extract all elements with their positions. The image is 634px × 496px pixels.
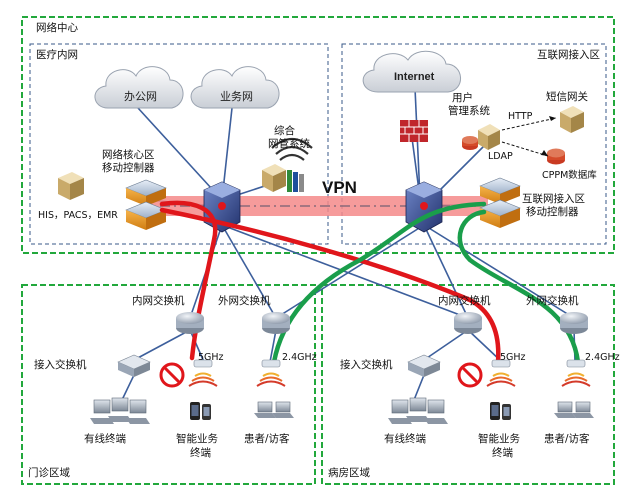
core-zone-label-1: 网络核心区	[102, 148, 155, 161]
outpatient-access-switch-icon	[117, 354, 151, 377]
core-mobility-controller-icon	[125, 179, 167, 230]
medical-intranet-label: 医疗内网	[36, 48, 78, 61]
outpatient-access-switch-label: 接入交换机	[34, 358, 87, 371]
outpatient-24ghz-ap-icon	[256, 359, 286, 387]
core-switch-right-icon	[405, 181, 443, 233]
ward-extranet-switch-label: 外网交换机	[526, 294, 579, 307]
outpatient-wired-terminal-label: 有线终端	[84, 432, 126, 445]
medical-intranet-subregion	[29, 43, 329, 245]
outpatient-label: 门诊区域	[28, 466, 70, 479]
internet-cloud: Internet	[362, 50, 461, 93]
ward-wired-terminals-icon	[388, 397, 448, 424]
outpatient-intranet-switch-label: 内网交换机	[132, 294, 185, 307]
outpatient-no-wired-icon	[159, 362, 185, 388]
ward-intranet-switch-label: 内网交换机	[438, 294, 491, 307]
wifi-broadcast-icon	[271, 137, 313, 161]
outpatient-smart-phones-icon	[190, 402, 211, 420]
firewall-icon	[400, 120, 428, 142]
mgmt-label-2: 网管系统	[268, 137, 310, 150]
outpatient-smart-terminal-label-1: 智能业务	[176, 432, 218, 445]
ward-access-switch-label: 接入交换机	[340, 358, 393, 371]
ward-24ghz-ap-icon	[561, 359, 591, 387]
user-mgmt-label-1: 用户	[452, 91, 473, 104]
mgmt-label-1: 综合	[274, 124, 295, 137]
outpatient-region	[21, 284, 316, 485]
ward-patient-laptops-icon	[554, 401, 594, 418]
ward-smart-terminal-label-1: 智能业务	[478, 432, 520, 445]
ward-extranet-switch-icon	[560, 312, 588, 334]
svg-text:办公网: 办公网	[124, 90, 157, 103]
outpatient-smart-terminal-label-2: 终端	[190, 446, 211, 459]
ward-24ghz-label: 2.4GHz	[585, 352, 620, 363]
outpatient-intranet-switch-icon	[176, 312, 204, 334]
outpatient-patient-laptops-icon	[254, 401, 294, 418]
internet-access-label: 互联网接入区	[537, 48, 600, 61]
ward-label: 病房区域	[328, 466, 370, 479]
office-network-cloud: 办公网	[94, 66, 184, 109]
ward-5ghz-label: 5GHz	[500, 352, 526, 363]
vpn-label: VPN	[322, 178, 357, 197]
ward-access-switch-icon	[407, 354, 441, 377]
ward-patient-label: 患者/访客	[544, 432, 590, 445]
outpatient-patient-label: 患者/访客	[244, 432, 290, 445]
sms-gateway-server-icon	[560, 106, 584, 133]
ward-5ghz-ap-icon	[486, 359, 516, 387]
http-label: HTTP	[508, 111, 533, 122]
ldap-label: LDAP	[488, 151, 513, 162]
his-label: HIS，PACS，EMR	[38, 210, 118, 221]
ward-wired-terminal-label: 有线终端	[384, 432, 426, 445]
ldap-router-icon	[462, 136, 478, 150]
dashed-arrows	[501, 117, 557, 157]
his-pacs-emr-server-icon	[58, 172, 84, 200]
outpatient-24ghz-label: 2.4GHz	[282, 352, 317, 363]
outpatient-5ghz-label: 5GHz	[198, 352, 224, 363]
outpatient-extranet-switch-label: 外网交换机	[218, 294, 271, 307]
core-zone-label-2: 移动控制器	[102, 161, 155, 174]
management-system-server-icon	[262, 164, 304, 192]
ward-region	[321, 284, 615, 485]
svg-text:业务网: 业务网	[220, 90, 253, 103]
inet-zone-label-2: 移动控制器	[526, 205, 579, 218]
ward-intranet-switch-icon	[454, 312, 482, 334]
inet-zone-label-1: 互联网接入区	[522, 192, 585, 205]
user-mgmt-label-2: 管理系统	[448, 104, 490, 117]
cppm-db-label: CPPM数据库	[542, 169, 597, 181]
ward-smart-phones-icon	[490, 402, 511, 420]
outpatient-extranet-switch-icon	[262, 312, 290, 334]
ward-smart-terminal-label-2: 终端	[492, 446, 513, 459]
outpatient-wired-terminals-icon	[90, 397, 150, 424]
network-center-label: 网络中心	[36, 21, 78, 34]
svg-text:Internet: Internet	[394, 71, 435, 83]
outpatient-5ghz-ap-icon	[188, 359, 218, 387]
sms-gateway-label: 短信网关	[546, 90, 588, 103]
user-management-server-icon	[478, 124, 500, 150]
cppm-database-icon	[547, 148, 565, 165]
internet-access-subregion	[341, 43, 607, 245]
business-network-cloud: 业务网	[190, 66, 280, 109]
ward-no-wired-icon	[457, 362, 483, 388]
arrow-heads	[541, 116, 556, 156]
